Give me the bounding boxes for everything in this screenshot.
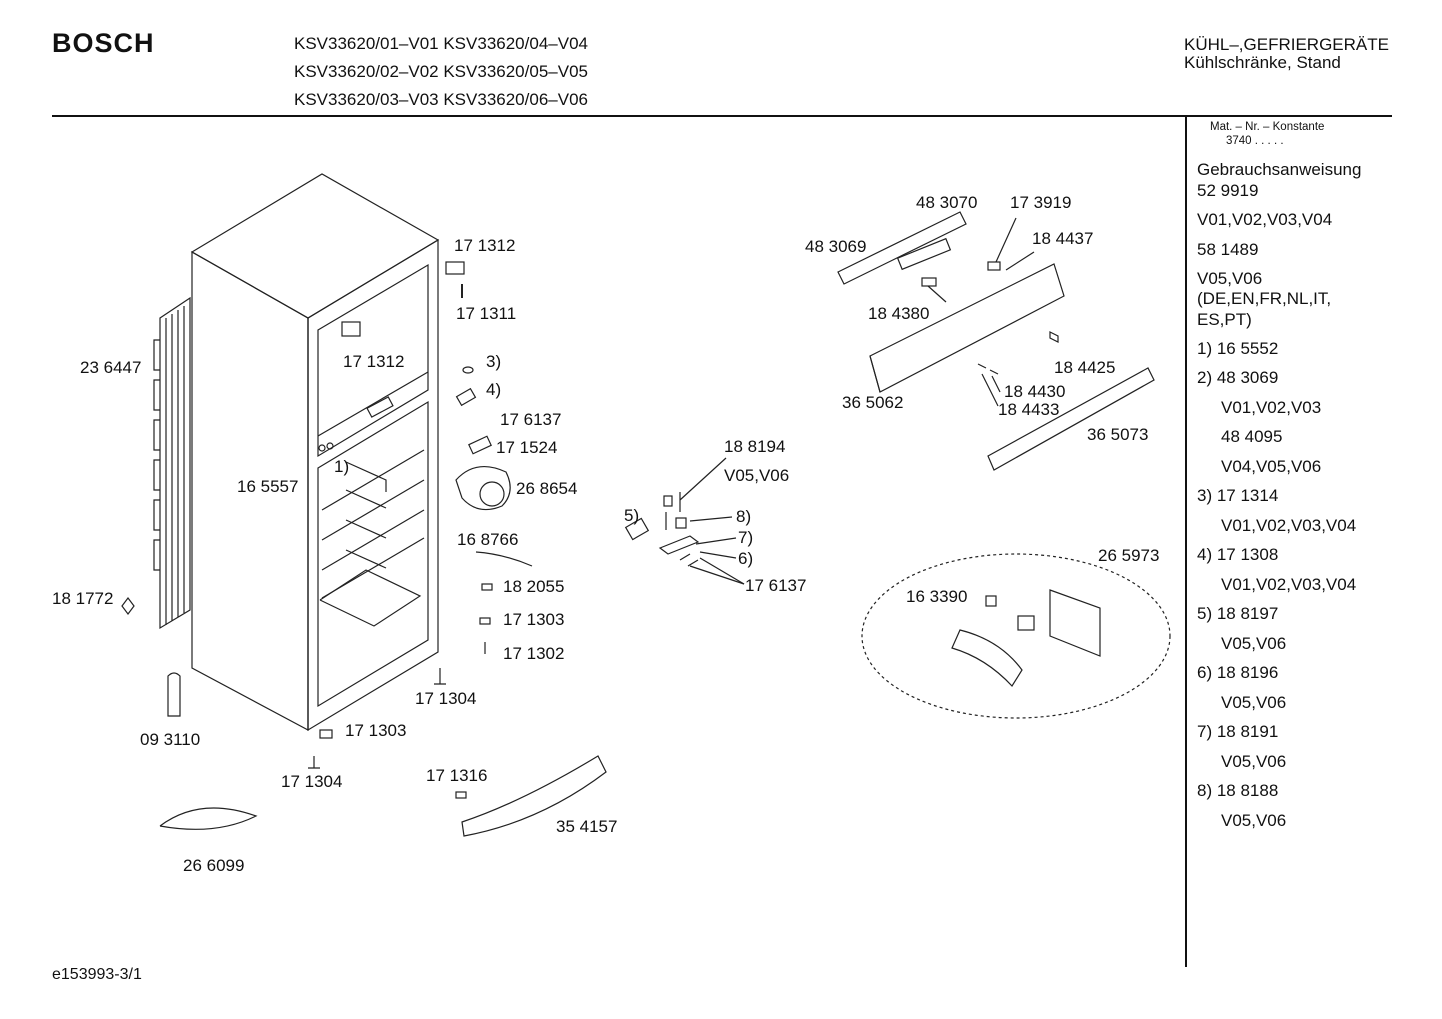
brand-logo: BOSCH xyxy=(52,28,155,58)
part-label: 18 1772 xyxy=(52,589,114,608)
callout-label: 7) xyxy=(738,528,754,547)
sidebar-item: 1) 16 5552 xyxy=(1197,339,1279,358)
sidebar-item: V05,V06 xyxy=(1221,752,1287,771)
drawing-code: e153993-3/1 xyxy=(52,966,142,983)
sidebar-item: 52 9919 xyxy=(1197,181,1259,200)
hinge-parts xyxy=(341,261,492,455)
part-label: 16 5557 xyxy=(237,477,299,496)
part-label: 09 3110 xyxy=(140,730,201,749)
part-label: 17 1304 xyxy=(281,772,343,791)
sidebar-item: 3) 17 1314 xyxy=(1197,486,1279,505)
control-panel xyxy=(837,211,1155,471)
sidebar-item: 48 4095 xyxy=(1221,427,1283,446)
part-label: 23 6447 xyxy=(80,358,142,377)
part-label: 18 4425 xyxy=(1054,358,1116,377)
part-label: 16 3390 xyxy=(906,587,968,606)
part-label: 48 3069 xyxy=(805,237,867,256)
part-label: 18 4433 xyxy=(998,400,1060,419)
callout-label: 5) xyxy=(624,506,640,525)
matnr-value: 3740 . . . . . xyxy=(1226,135,1284,147)
model-line: KSV33620/03–V03 KSV33620/06–V06 xyxy=(294,90,588,109)
part-label: 17 1312 xyxy=(343,352,405,371)
subcategory-line: Kühlschränke, Stand xyxy=(1184,53,1341,72)
sidebar-item: V04,V05,V06 xyxy=(1221,457,1322,476)
part-label: 18 4430 xyxy=(1004,382,1066,401)
sidebar-item: 5) 18 8197 xyxy=(1197,604,1279,623)
sidebar-item: V05,V06 xyxy=(1221,693,1287,712)
model-line: KSV33620/01–V01 KSV33620/04–V04 xyxy=(294,34,588,53)
part-label: 17 1303 xyxy=(503,610,565,629)
sidebar-item: V05,V06 xyxy=(1221,634,1287,653)
part-label: 18 4437 xyxy=(1032,229,1094,248)
part-label: 36 5073 xyxy=(1087,425,1149,444)
part-label: 17 1316 xyxy=(426,766,488,785)
header-divider xyxy=(52,115,1392,117)
sidebar-item: 7) 18 8191 xyxy=(1197,722,1279,741)
matnr-block: Mat. – Nr. – Konstante 3740 . . . . . xyxy=(1210,120,1324,148)
part-label: 17 1311 xyxy=(456,304,517,323)
sidebar-item: ES,PT) xyxy=(1197,310,1252,329)
sidebar-item: V01,V02,V03,V04 xyxy=(1221,516,1357,535)
part-label: 48 3070 xyxy=(916,193,978,212)
model-list: KSV33620/01–V01 KSV33620/04–V04 KSV33620… xyxy=(294,30,588,114)
callout-label: 1) xyxy=(334,457,350,476)
part-label: 17 1524 xyxy=(496,438,558,457)
category-line: KÜHL–,GEFRIERGERÄTE xyxy=(1184,35,1389,54)
sidebar-item: 6) 18 8196 xyxy=(1197,663,1279,682)
sidebar-item: V01,V02,V03,V04 xyxy=(1197,210,1333,229)
part-label: 26 6099 xyxy=(183,856,245,875)
condenser-coil xyxy=(153,296,191,630)
part-label: 26 5973 xyxy=(1098,546,1160,565)
part-label: 17 1302 xyxy=(503,644,565,663)
sidebar-item: V05,V06 xyxy=(1221,811,1287,830)
sidebar-item: (DE,EN,FR,NL,IT, xyxy=(1197,289,1332,308)
sidebar-item: V01,V02,V03 xyxy=(1221,398,1322,417)
callout-label: 3) xyxy=(486,352,502,371)
variant-label: V05,V06 xyxy=(724,466,790,485)
part-label: 17 1304 xyxy=(415,689,477,708)
sidebar-item: 58 1489 xyxy=(1197,240,1259,259)
part-label: 35 4157 xyxy=(556,817,618,836)
thermostat-cluster xyxy=(624,457,745,585)
sidebar-item: V05,V06 xyxy=(1197,269,1263,288)
part-label: 36 5062 xyxy=(842,393,904,412)
category-heading: KÜHL–,GEFRIERGERÄTE Kühlschränke, Stand xyxy=(1184,36,1389,72)
callout-label: 4) xyxy=(486,380,502,399)
part-label: 16 8766 xyxy=(457,530,519,549)
bottom-parts xyxy=(121,597,607,837)
sidebar-item: 4) 17 1308 xyxy=(1197,545,1279,564)
sidebar-item: 2) 48 3069 xyxy=(1197,368,1279,387)
model-line: KSV33620/02–V02 KSV33620/05–V05 xyxy=(294,62,588,81)
sidebar-divider xyxy=(1185,117,1187,967)
sidebar-item: Gebrauchsanweisung xyxy=(1197,160,1362,179)
part-label: 26 8654 xyxy=(516,479,578,498)
part-label: 17 6137 xyxy=(500,410,562,429)
detail-ellipse xyxy=(861,553,1171,719)
fan-assembly xyxy=(434,465,533,685)
part-label: 18 8194 xyxy=(724,437,786,456)
callout-label: 8) xyxy=(736,507,752,526)
sidebar-item: 8) 18 8188 xyxy=(1197,781,1279,800)
part-label: 17 1303 xyxy=(345,721,407,740)
sidebar-item: V01,V02,V03,V04 xyxy=(1221,575,1357,594)
fridge-cabinet xyxy=(190,173,440,732)
matnr-label: Mat. – Nr. – Konstante xyxy=(1210,121,1325,133)
part-label: 17 1312 xyxy=(454,236,516,255)
callout-label: 6) xyxy=(738,549,754,568)
part-label: 17 6137 xyxy=(745,576,807,595)
part-label: 18 2055 xyxy=(503,577,565,596)
exploded-view-drawing xyxy=(121,173,1171,837)
part-label: 18 4380 xyxy=(868,304,930,323)
part-label: 17 3919 xyxy=(1010,193,1072,212)
